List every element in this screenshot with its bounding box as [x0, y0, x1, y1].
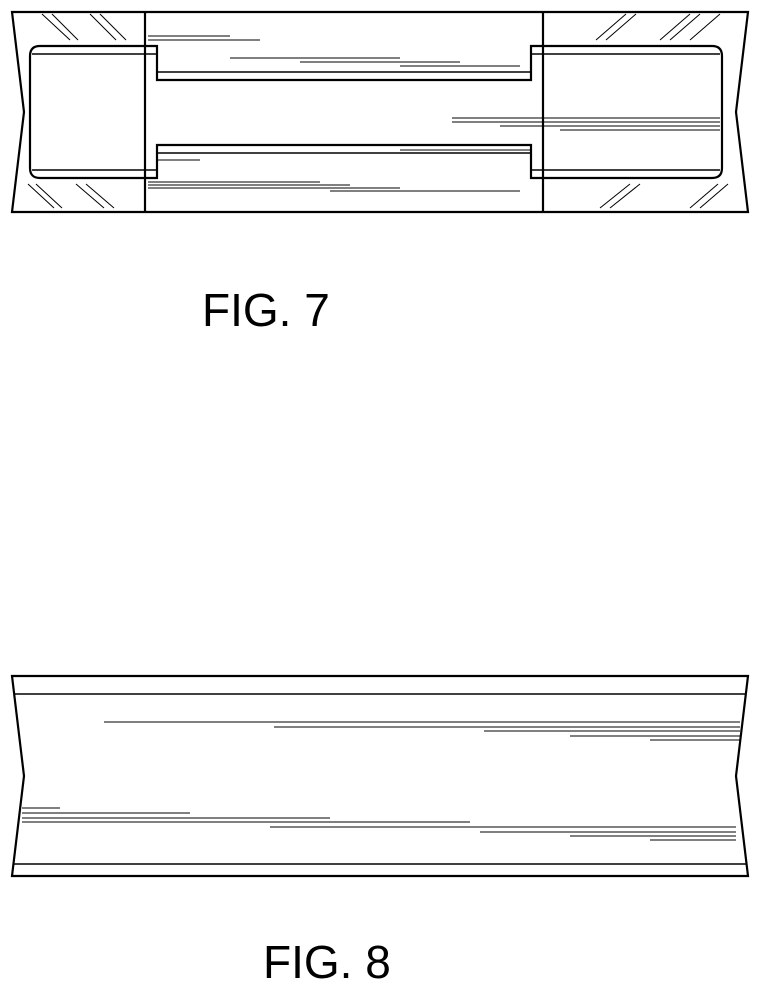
fig7-inner-sleeve — [30, 46, 722, 178]
fig8-surface-shading — [22, 722, 740, 840]
figure-8-drawing — [12, 676, 748, 876]
figure-7-drawing — [12, 12, 748, 212]
fig8-outer-profile — [12, 676, 748, 876]
fig7-label: FIG. 7 — [202, 284, 330, 336]
fig7-outer-profile — [12, 12, 748, 212]
fig7-surface-shading — [148, 36, 720, 191]
fig8-label: FIG. 8 — [263, 936, 391, 988]
